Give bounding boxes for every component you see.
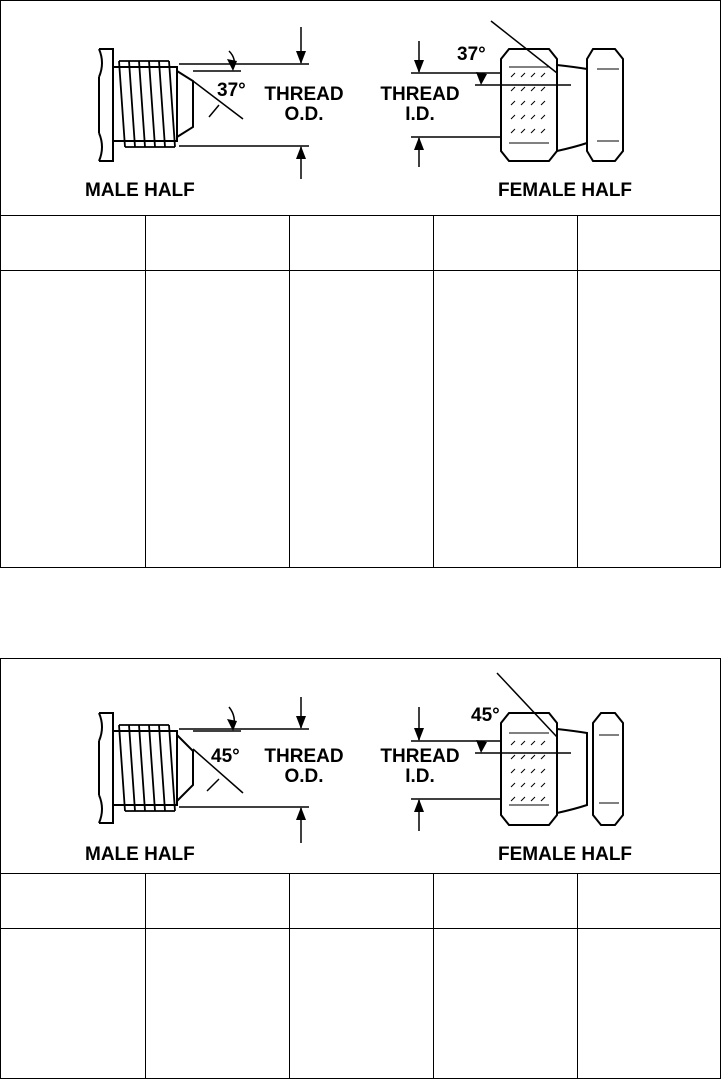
thread-od-label-line2: O.D.: [284, 766, 324, 787]
female-angle-label: 37°: [457, 44, 486, 65]
id-arrowhead-bottom: [414, 799, 424, 812]
flare-37-table: [1, 215, 720, 568]
male-half-label: MALE HALF: [85, 844, 195, 865]
flare-37-panel: 37° THREAD O.D. THREAD I.D. 37° MALE HAL…: [0, 0, 721, 568]
male-flare-cone: [176, 734, 194, 802]
female-angle-label: 45°: [471, 705, 500, 726]
flare-37-diagram: 37° THREAD O.D. THREAD I.D. 37° MALE HAL…: [1, 1, 720, 216]
od-arrowhead-bottom: [296, 146, 306, 159]
female-nut-bore: [509, 66, 549, 144]
table-column-divider: [433, 874, 434, 1079]
od-arrowhead-top: [296, 51, 306, 64]
male-hex-body: [98, 48, 114, 162]
female-thread-hatch: [510, 72, 546, 134]
male-half-label: MALE HALF: [85, 180, 195, 201]
female-half-label: FEMALE HALF: [498, 180, 633, 201]
male-threads: [118, 60, 176, 148]
female-rear-lines: [599, 734, 619, 804]
male-flare-cone: [176, 70, 194, 138]
female-half-label: FEMALE HALF: [498, 844, 633, 865]
od-arrowhead-top: [296, 716, 306, 729]
female-rear-hex: [586, 48, 624, 162]
flare-45-panel: 45° THREAD O.D. THREAD I.D. 45° MALE HAL…: [0, 658, 721, 1079]
male-angle-line: [192, 80, 244, 120]
male-angle-label: 37°: [217, 80, 246, 101]
male-angle-arrowhead: [227, 719, 237, 731]
table-column-divider: [577, 874, 578, 1079]
male-angle-label: 45°: [211, 746, 240, 767]
female-hex-nut: [500, 712, 558, 826]
flare-45-drawing: [98, 672, 624, 843]
female-collar: [556, 728, 588, 814]
table-column-divider: [289, 216, 290, 568]
thread-id-label-line2: I.D.: [405, 766, 435, 787]
male-angle-arrowhead: [227, 59, 237, 71]
thread-id-label-line1: THREAD: [380, 746, 460, 767]
table-column-divider: [289, 874, 290, 1079]
table-header-divider: [1, 270, 720, 271]
male-angle-arc2: [208, 104, 220, 118]
table-column-divider: [145, 874, 146, 1079]
id-arrowhead-bottom: [414, 137, 424, 150]
thread-id-label-line2: I.D.: [405, 104, 435, 125]
female-nut-bore: [509, 732, 549, 806]
flare-45-table: [1, 873, 720, 1079]
id-arrowhead-top: [414, 728, 424, 741]
table-column-divider: [577, 216, 578, 568]
female-angle-arrowhead: [476, 740, 487, 753]
male-hex-body: [98, 712, 114, 824]
od-arrowhead-bottom: [296, 807, 306, 820]
female-rear-hex: [592, 712, 624, 826]
male-threads: [118, 724, 176, 812]
male-angle-arc2: [206, 778, 220, 792]
thread-od-label-line1: THREAD: [264, 84, 344, 105]
table-column-divider: [433, 216, 434, 568]
flare-45-diagram: 45° THREAD O.D. THREAD I.D. 45° MALE HAL…: [1, 659, 720, 874]
female-rear-lines: [597, 68, 619, 142]
table-column-divider: [145, 216, 146, 568]
thread-id-label-line1: THREAD: [380, 84, 460, 105]
female-thread-hatch: [510, 740, 546, 802]
female-angle-slant: [496, 672, 558, 738]
id-arrowhead-top: [414, 60, 424, 73]
male-angle-line: [192, 748, 244, 794]
female-collar: [556, 64, 588, 152]
female-angle-arrowhead: [476, 72, 487, 85]
female-angle-slant: [490, 20, 558, 74]
thread-od-label-line1: THREAD: [264, 746, 344, 767]
table-header-divider: [1, 928, 720, 929]
thread-od-label-line2: O.D.: [284, 104, 324, 125]
female-hex-nut: [500, 48, 558, 162]
flare-37-drawing: [98, 20, 624, 179]
